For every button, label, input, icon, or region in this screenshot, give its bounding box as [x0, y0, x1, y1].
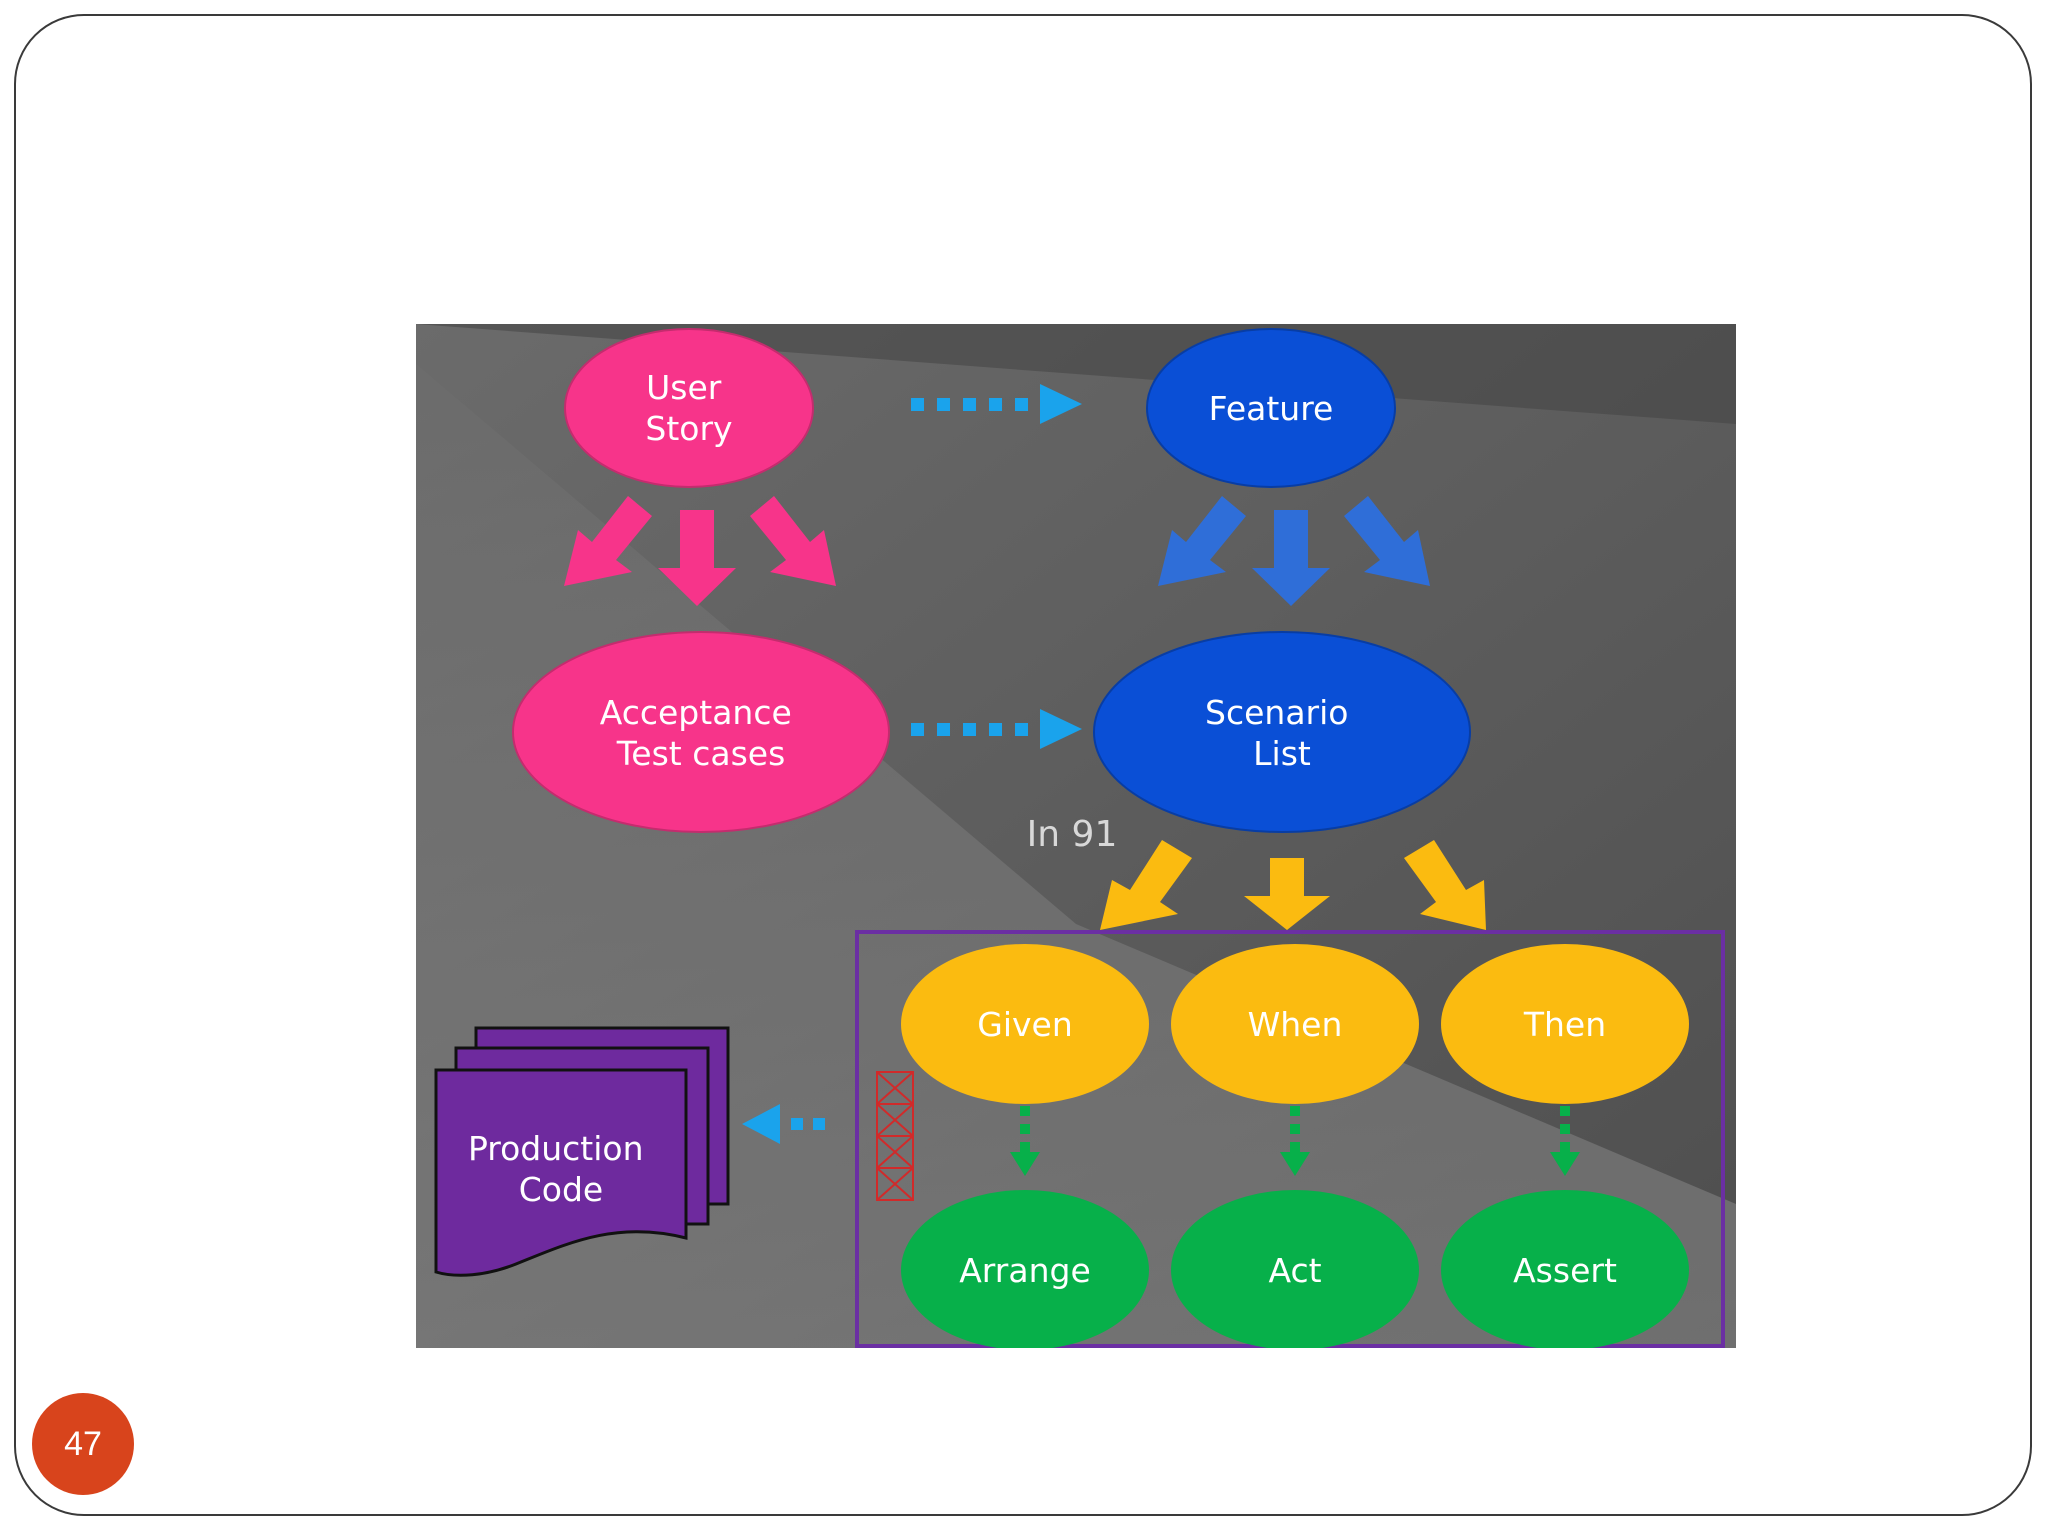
dotted-arrow-story-to-feature [911, 384, 1082, 424]
failed-test-icon [876, 1167, 914, 1201]
given-node [901, 944, 1149, 1104]
green-dotted-arrows [1010, 1106, 1580, 1176]
assert-label: Assert [1513, 1251, 1617, 1290]
green-arrow-when-to-act [1280, 1106, 1310, 1176]
user-story-node [564, 328, 814, 488]
then-node [1441, 944, 1689, 1104]
pink-arrow-left [564, 496, 652, 586]
yellow-arrow-left [1100, 840, 1192, 930]
when-label: When [1248, 1005, 1343, 1044]
production-code-stack [434, 1026, 730, 1277]
act-node [1171, 1190, 1419, 1348]
arrange-label: Arrange [959, 1251, 1091, 1290]
blue-arrow-right [1344, 496, 1430, 586]
diagram-canvas: User Story Feature [416, 324, 1736, 1348]
green-arrow-then-to-assert [1550, 1106, 1580, 1176]
production-code-label: Production Code [468, 1129, 654, 1209]
background-light-band [416, 324, 1736, 1348]
act-label: Act [1268, 1251, 1321, 1290]
user-story-label: User Story [645, 368, 732, 448]
blue-arrow-down [1252, 510, 1330, 606]
feature-node [1146, 328, 1396, 488]
pink-fan-arrows [564, 496, 836, 606]
pink-arrow-right [750, 496, 836, 586]
yellow-fan-arrows [1100, 840, 1486, 930]
failing-test-markers [876, 1071, 914, 1201]
bdd-flow-diagram: User Story Feature [416, 324, 1736, 1348]
acceptance-test-cases-node [512, 631, 890, 833]
given-label: Given [977, 1005, 1073, 1044]
when-node [1171, 944, 1419, 1104]
assert-node [1441, 1190, 1689, 1348]
yellow-arrow-down [1244, 858, 1330, 930]
arrange-node [901, 1190, 1149, 1348]
acceptance-test-cases-label: Acceptance Test cases [600, 693, 803, 773]
pink-arrow-down [658, 510, 736, 606]
document-front [434, 1068, 688, 1277]
left-arrow-head [742, 1104, 780, 1144]
green-arrow-given-to-arrange [1010, 1106, 1040, 1176]
dotted-arrow-to-production-code [742, 1104, 825, 1144]
feature-label: Feature [1209, 389, 1334, 428]
then-label: Then [1523, 1005, 1606, 1044]
blue-arrow-left [1158, 496, 1246, 586]
scenario-list-label: Scenario List [1205, 693, 1359, 773]
watermark-text: In 91 [1027, 814, 1118, 855]
scenario-list-node [1093, 631, 1471, 833]
dotted-arrow-acceptance-to-scenario [911, 709, 1082, 749]
blue-fan-arrows [1158, 496, 1430, 606]
yellow-arrow-right [1404, 840, 1486, 930]
page-number-badge: 47 [32, 1393, 134, 1495]
